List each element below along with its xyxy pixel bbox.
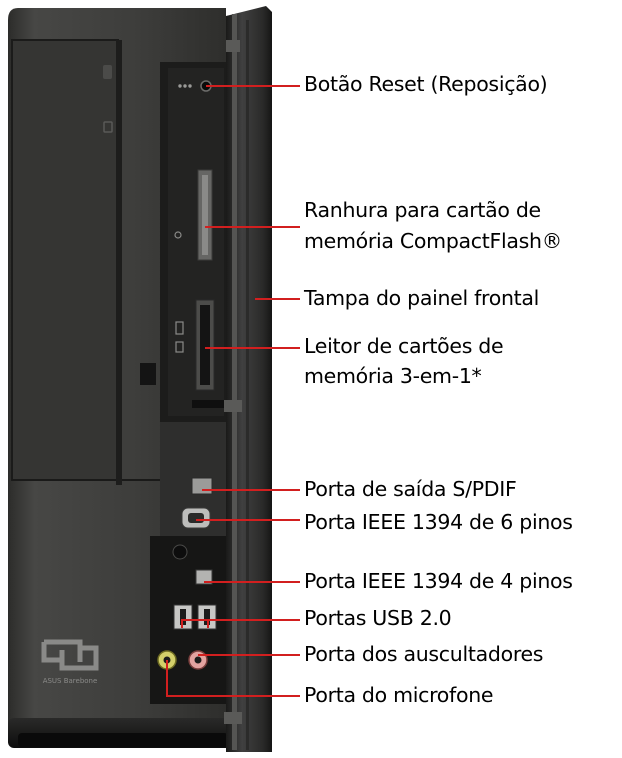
asus-barebone-logo: ASUS Barebone — [41, 639, 99, 685]
callout-reset-button: Botão Reset (Reposição) — [304, 72, 548, 96]
lock-icon — [103, 121, 113, 133]
callout-usb-ports: Portas USB 2.0 — [304, 606, 452, 630]
card-reader-icon — [175, 321, 184, 353]
compactflash-slot[interactable] — [197, 169, 213, 261]
callout-ieee1394-4pin: Porta IEEE 1394 de 4 pinos — [304, 569, 573, 593]
front-panel-cover[interactable] — [224, 6, 272, 752]
callout-ieee1394-6pin: Porta IEEE 1394 de 6 pinos — [304, 510, 573, 534]
callout-compactflash-line2: memória CompactFlash® — [304, 229, 562, 253]
callout-card-reader-line1: Leitor de cartões de — [304, 334, 504, 358]
panel-screw — [172, 544, 188, 560]
eject-button[interactable] — [103, 65, 112, 79]
callout-headphone-port: Porta dos auscultadores — [304, 642, 544, 666]
spdif-port[interactable] — [191, 477, 213, 495]
hdd-led-indicator — [178, 84, 192, 88]
callout-card-reader-line2: memória 3-em-1* — [304, 364, 482, 388]
card-reader-slot[interactable] — [195, 299, 215, 391]
reader-eject-tab[interactable] — [192, 400, 226, 408]
usb-ports[interactable] — [173, 604, 217, 630]
callout-spdif-port: Porta de saída S/PDIF — [304, 477, 517, 501]
callout-front-panel-cover: Tampa do painel frontal — [304, 286, 540, 310]
drive-slot — [116, 40, 122, 485]
callout-compactflash-line1: Ranhura para cartão de — [304, 198, 541, 222]
headphone-port[interactable] — [188, 650, 208, 670]
side-latch[interactable] — [140, 363, 156, 385]
ieee1394-4pin-port[interactable] — [195, 569, 213, 585]
ieee1394-6pin-port[interactable] — [181, 507, 211, 529]
leader-lines — [166, 85, 300, 697]
svg-text:ASUS Barebone: ASUS Barebone — [43, 677, 98, 685]
cf-key-icon — [174, 231, 182, 239]
callout-microphone-port: Porta do microfone — [304, 683, 494, 707]
